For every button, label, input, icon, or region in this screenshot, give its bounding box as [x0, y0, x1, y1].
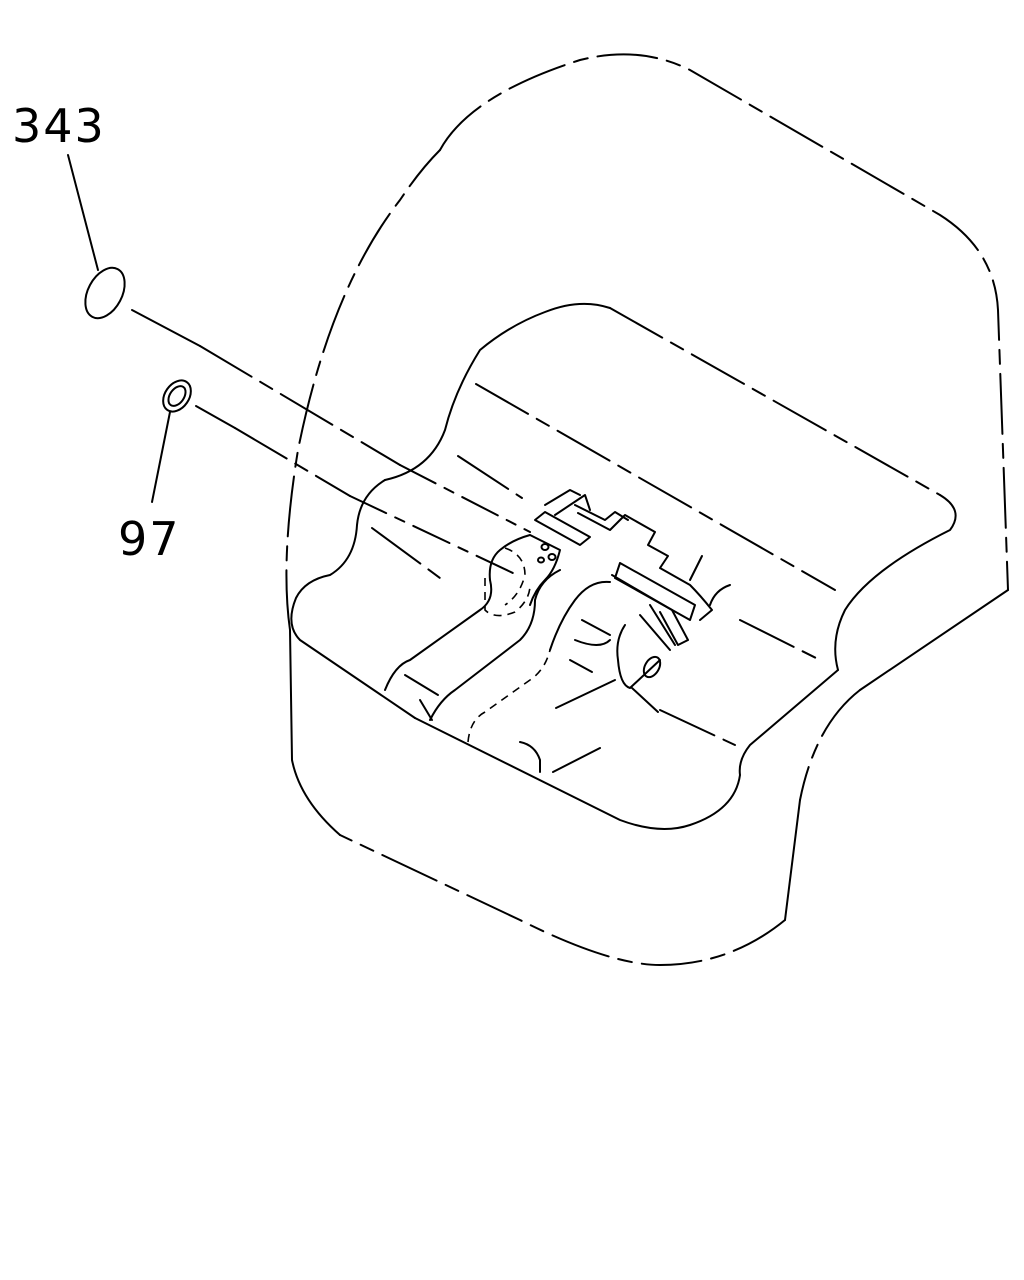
right-stepped-block: [555, 512, 731, 713]
callout-label-97: 97: [118, 512, 181, 566]
projection-line-343: [131, 309, 531, 533]
part-343-cap: [84, 266, 126, 320]
outer-housing-outline: [285, 53, 1009, 967]
part-97-ring: [162, 379, 192, 413]
projection-line-97: [195, 405, 516, 575]
left-rail: [384, 569, 561, 721]
leader-line-343: [67, 154, 99, 271]
port-hole: [537, 556, 545, 564]
left-port-block: [484, 489, 629, 617]
leader-line-97: [151, 411, 171, 503]
interior-detail-lines: [371, 383, 836, 773]
center-rail: [467, 580, 611, 773]
callout-label-343: 343: [12, 99, 106, 153]
mounting-hole: [642, 655, 662, 679]
port-hole: [540, 543, 550, 551]
inner-recess-outline: [290, 302, 957, 830]
port-hole: [547, 553, 557, 561]
